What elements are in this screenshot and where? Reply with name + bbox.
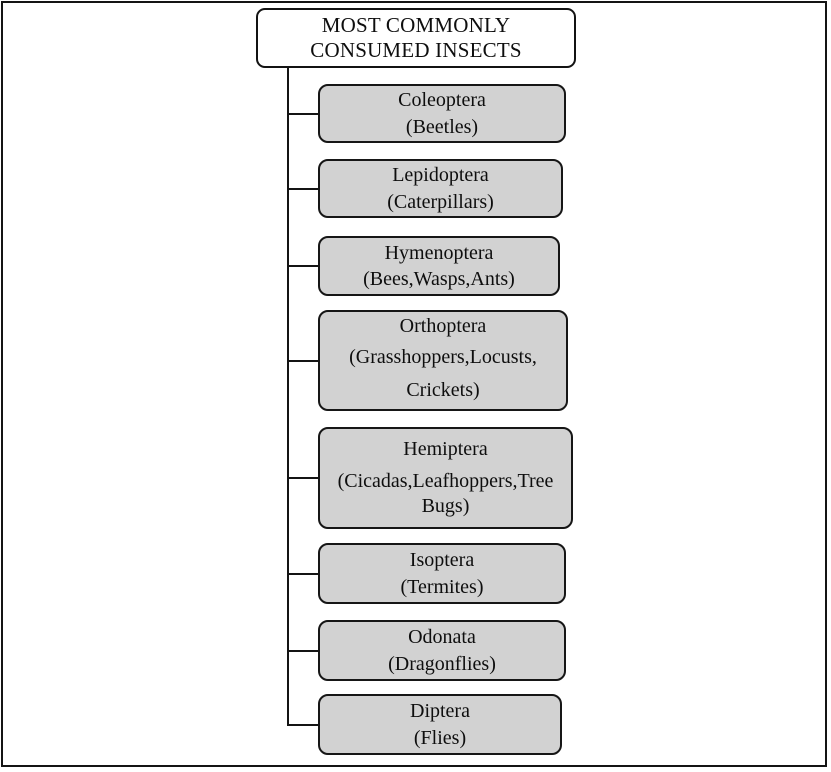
node-common-label: (Cicadas,Leafhoppers,Tree Bugs): [337, 470, 554, 517]
node-order-label: Odonata: [408, 626, 476, 648]
tree-column: Coleoptera (Beetles) Lepidoptera (Caterp…: [288, 84, 578, 755]
connector-stub: [288, 265, 320, 267]
node-order-label: Lepidoptera: [392, 164, 489, 187]
tree-node-odonata: Odonata (Dragonflies): [288, 620, 566, 681]
connector-stub: [288, 477, 320, 479]
node-common-label: (Grasshoppers,Locusts, Crickets): [349, 345, 537, 401]
node-common-label: (Bees,Wasps,Ants): [363, 268, 515, 291]
tree-node-orthoptera: Orthoptera (Grasshoppers,Locusts, Cricke…: [288, 310, 568, 411]
root-title-line1: MOST COMMONLY: [321, 13, 511, 37]
tree-node-hemiptera: Hemiptera (Cicadas,Leafhoppers,Tree Bugs…: [288, 427, 573, 529]
connector-stub: [288, 723, 320, 726]
tree-node-hymenoptera: Hymenoptera (Bees,Wasps,Ants): [288, 236, 560, 296]
node-order-label: Hymenoptera: [384, 241, 494, 264]
tree-node-diptera: Diptera (Flies): [288, 694, 562, 755]
root-title-line2: CONSUMED INSECTS: [310, 38, 522, 62]
node-common-label: (Termites): [400, 576, 484, 598]
node-order-label: Orthoptera: [399, 315, 487, 338]
connector-stub: [288, 187, 320, 190]
node-common-label: (Caterpillars): [387, 190, 494, 213]
tree-node-lepidoptera: Lepidoptera (Caterpillars): [288, 159, 563, 218]
node-order-label: Diptera: [410, 700, 470, 722]
node-order-label: Coleoptera: [398, 89, 486, 112]
node-order-label: Isoptera: [409, 549, 475, 571]
connector-stub: [288, 112, 320, 115]
node-order-label: Hemiptera: [403, 438, 488, 460]
root-node: MOST COMMONLY CONSUMED INSECTS: [256, 8, 576, 68]
connector-trunk: [287, 66, 289, 726]
node-common-label: (Flies): [413, 727, 467, 749]
tree-node-isoptera: Isoptera (Termites): [288, 543, 566, 604]
node-common-label: (Dragonflies): [388, 653, 496, 675]
connector-stub: [288, 649, 320, 652]
connector-stub: [288, 572, 320, 575]
node-common-label: (Beetles): [405, 115, 479, 138]
tree-node-coleoptera: Coleoptera (Beetles): [288, 84, 566, 143]
connector-stub: [288, 359, 320, 362]
